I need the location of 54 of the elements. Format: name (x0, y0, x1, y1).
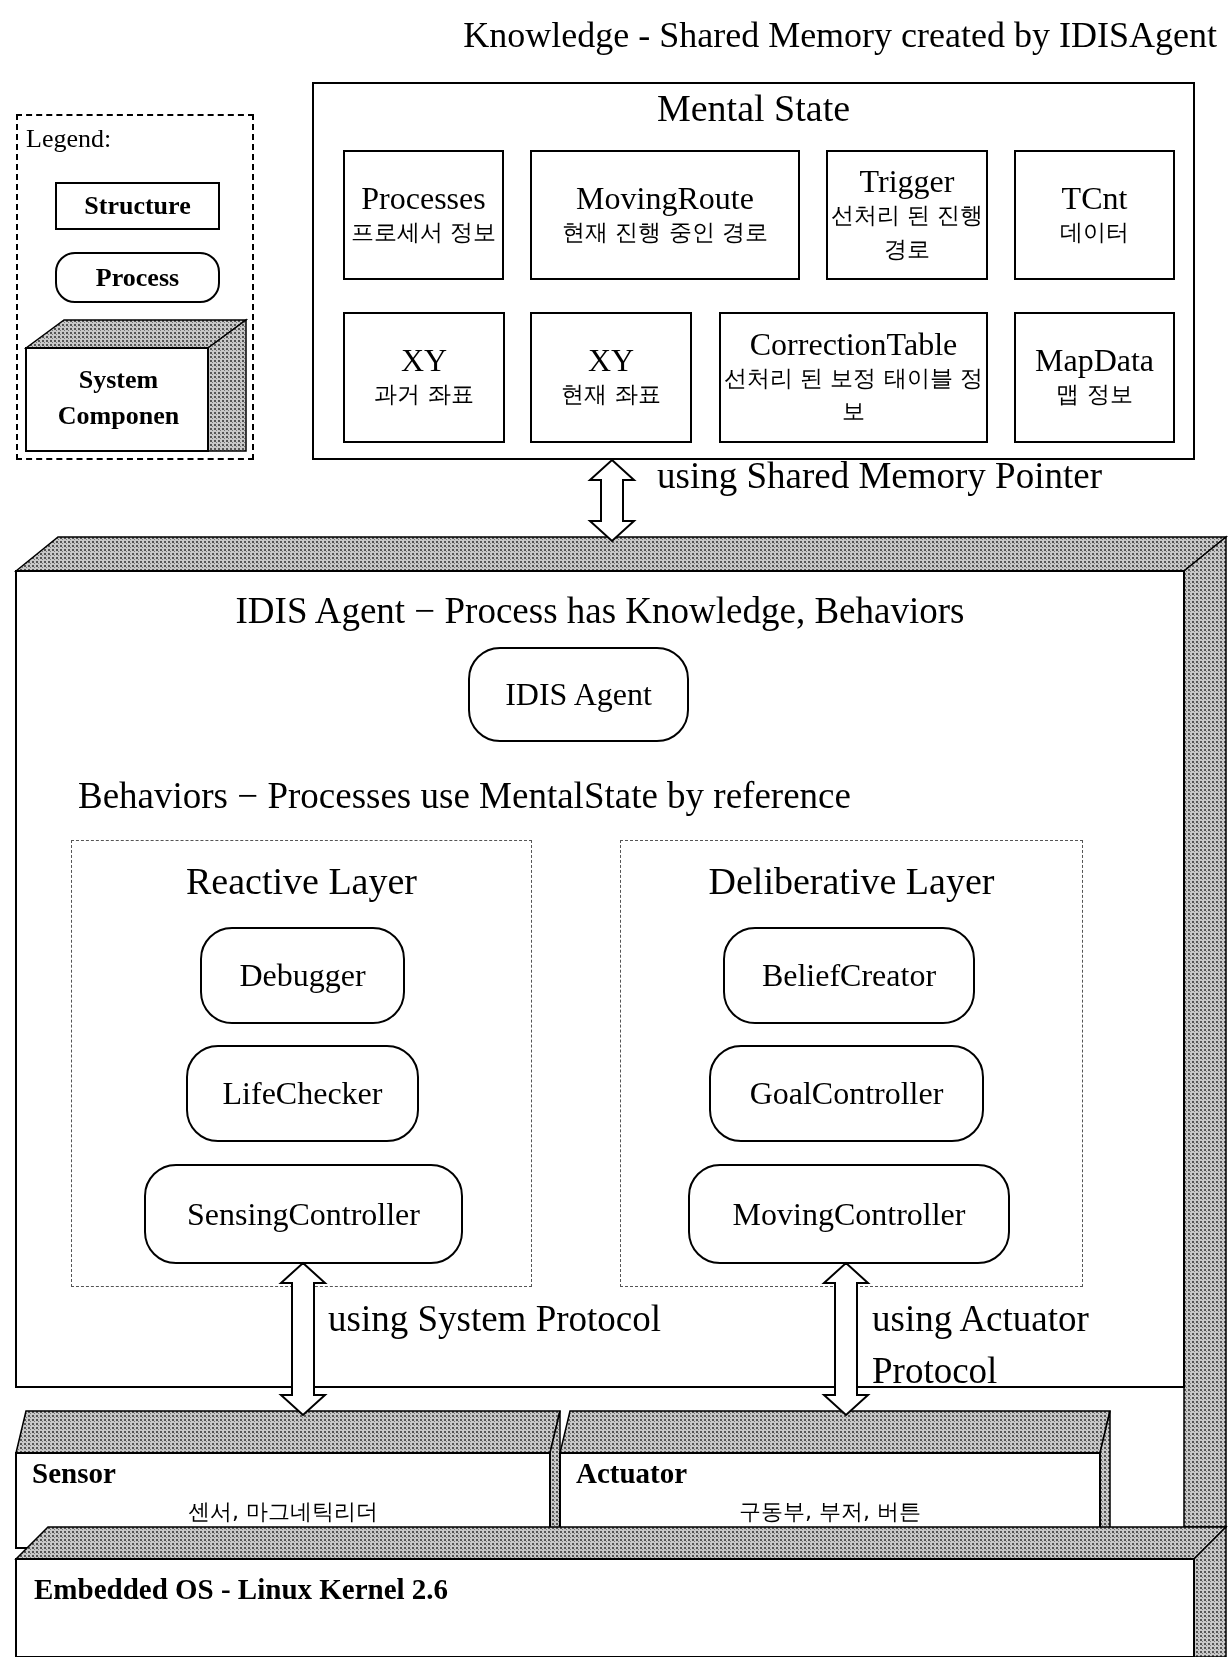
legend-swatch: Structure (55, 182, 220, 230)
box-title: TCnt (1061, 180, 1128, 216)
double-arrow (587, 458, 637, 543)
box-title: Deliberative Layer (707, 859, 996, 903)
process-box: GoalController (709, 1045, 984, 1142)
structure-box (343, 312, 505, 443)
box-title: MapData (1034, 343, 1155, 379)
section-heading: Knowledge - Shared Memory created by IDISAgent (462, 14, 1217, 56)
structure-box (826, 150, 988, 280)
structure-box (1014, 312, 1175, 443)
layer-box (71, 840, 532, 1287)
box-label: 선처리 된 진행 경로 (829, 201, 985, 264)
box-label: 구동부, 부저, 버튼 (738, 1498, 922, 1526)
box-label: 과거 좌표 (373, 380, 475, 410)
box-title: Embedded OS - Linux Kernel 2.6 (34, 1573, 449, 1606)
structure-box (1014, 150, 1175, 280)
box-title: XY (587, 343, 635, 379)
box-label: 프로세서 정보 (349, 217, 498, 247)
box-title: IDIS Agent − Process has Knowledge, Behaviors (234, 589, 966, 632)
box-label: 맵 정보 (1055, 380, 1134, 410)
process-box: LifeChecker (186, 1045, 419, 1142)
box-title: Mental State (655, 86, 852, 130)
process-box: Debugger (200, 927, 405, 1024)
box-title: MovingRoute (576, 180, 754, 216)
layer-box (620, 840, 1083, 1287)
box-label: 선처리 된 보정 태이블 정보 (722, 363, 985, 427)
box-label: 데이터 (1059, 217, 1130, 247)
box-title: Trigger (859, 164, 955, 200)
box-title: XY (400, 343, 448, 379)
process-box: BeliefCreator (723, 927, 975, 1024)
legend-text: System Componen (56, 364, 181, 433)
edge-label: using Actuator Protocol (872, 1297, 1090, 1393)
process-box: IDIS Agent (468, 647, 689, 742)
box-label: 현재 좌표 (560, 380, 662, 410)
edge-label: using Shared Memory Pointer (657, 454, 1103, 498)
box-title: Processes (361, 180, 486, 216)
edge-label: using System Protocol (328, 1297, 663, 1341)
box-title: Reactive Layer (185, 859, 418, 903)
legend-title: Legend: (26, 124, 112, 154)
box-title: Behaviors − Processes use MentalState by reference (78, 774, 851, 817)
structure-box (719, 312, 988, 443)
box-title: CorrectionTable (749, 326, 958, 362)
double-arrow (278, 1261, 328, 1417)
process-box: SensingController (144, 1164, 463, 1264)
structure-box (530, 150, 800, 280)
box-title: Sensor (32, 1457, 116, 1490)
box-label: 센서, 마그네틱리더 (187, 1498, 379, 1526)
structure-box (343, 150, 504, 280)
process-box: MovingController (688, 1164, 1010, 1264)
box-title: Actuator (576, 1457, 688, 1490)
box-label: 현재 진행 중인 경로 (561, 217, 769, 247)
double-arrow (821, 1261, 871, 1417)
structure-box (530, 312, 692, 443)
legend-swatch: Process (55, 252, 220, 303)
